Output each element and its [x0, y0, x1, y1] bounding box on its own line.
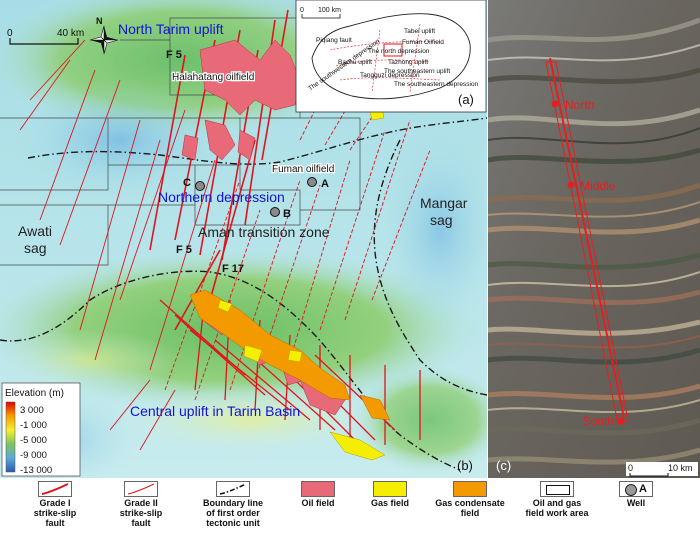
tectonic-boundary-symbol	[216, 481, 250, 497]
awati-sag-line2: sag	[24, 240, 47, 256]
legend-work-area-label: Oil and gas field work area	[525, 498, 589, 518]
label-halahatang-oilfield: Halahatang oilfield	[172, 72, 254, 83]
work-area-boundaries	[0, 17, 361, 266]
label-fault-f5-north: F 5	[166, 49, 182, 61]
map-legend: Grade I strike-slip fault Grade II strik…	[0, 479, 700, 545]
relief-southeast-green	[350, 365, 487, 475]
elevation-tick-3: -5 000	[20, 435, 47, 446]
scale-distance: 40 km	[57, 28, 84, 39]
grade2-fault-symbol	[124, 481, 158, 497]
legend-grade2-fault: Grade II strike-slip fault	[104, 481, 178, 528]
panel-c-label: (c)	[496, 458, 511, 473]
legend-oil-field-label: Oil field	[301, 498, 335, 508]
inset-label-fuman-oilfield: Fuman Oilfield	[402, 39, 444, 46]
tectonic-boundaries	[0, 117, 487, 471]
inset-label-southeastern-uplift: The southeastern uplift	[384, 68, 450, 75]
point-south-marker[interactable]	[617, 417, 625, 425]
elevation-tick-5: -13 000	[20, 465, 52, 476]
label-awati-sag: Awati sag	[18, 223, 56, 256]
gas-field-symbol	[373, 481, 407, 497]
panel-b-label: (b)	[457, 458, 473, 473]
legend-grade1-fault: Grade I strike-slip fault	[18, 481, 92, 528]
mangar-sag-line2: sag	[430, 212, 453, 228]
point-middle-marker[interactable]	[567, 181, 575, 189]
well-b-marker[interactable]	[270, 207, 280, 217]
legend-well-label: Well	[626, 498, 646, 508]
label-aman-transition-zone: Aman transition zone	[198, 224, 330, 240]
legend-grade1-label: Grade I strike-slip fault	[33, 498, 77, 528]
label-central-uplift: Central uplift in Tarim Basin	[130, 403, 300, 419]
mangar-sag-line1: Mangar	[420, 195, 468, 211]
inset-label-tabei-uplift: Tabei uplift	[404, 28, 435, 35]
inset-label-north-depression: The north depression	[368, 48, 430, 55]
well-a-label: A	[321, 178, 329, 190]
elevation-color-ramp	[5, 401, 16, 473]
inset-study-area-box	[383, 43, 403, 57]
north-arrow-icon	[89, 25, 119, 55]
main-fault-map: A B C 0 40 km N North Tarim uplift North…	[0, 0, 487, 478]
label-fault-f5-south: F 5	[176, 244, 192, 256]
label-mangar-sag: Mangar sag	[420, 195, 471, 228]
label-north-tarim-uplift: North Tarim uplift	[118, 21, 224, 37]
elevation-tick-4: -9 000	[20, 450, 47, 461]
legend-oil-field: Oil field	[288, 481, 348, 508]
legend-gas-condensate-field: Gas condensate field	[430, 481, 510, 518]
legend-work-area: Oil and gas field work area	[520, 481, 594, 518]
satellite-terrain-bands	[488, 17, 700, 465]
satellite-background	[488, 0, 700, 478]
legend-gas-field-label: Gas field	[370, 498, 409, 508]
well-c-label: C	[183, 177, 191, 189]
oil-field-symbol	[301, 481, 335, 497]
well-c-marker[interactable]	[195, 181, 205, 191]
label-northern-depression: Northern depression	[158, 189, 285, 205]
work-area-symbol	[540, 481, 574, 497]
satellite-fault-trace: North Middle South	[545, 57, 629, 428]
legend-gas-field: Gas field	[360, 481, 420, 508]
grade1-fault-symbol	[38, 481, 72, 497]
well-b-label: B	[283, 208, 291, 220]
inset-label-bachu-uplift: Bachu uplift	[338, 59, 372, 66]
gas-condensate-symbol	[453, 481, 487, 497]
point-south-label: South	[583, 414, 614, 428]
legend-well-letter: A	[639, 483, 647, 495]
north-letter: N	[96, 16, 103, 26]
inset-location-map: 0 100 km Tabei uplift Piqiang fault Fuma…	[295, 0, 487, 113]
inset-scale-zero: 0	[300, 7, 304, 14]
elevation-tick-2: -1 000	[20, 420, 47, 431]
legend-tectonic-boundary: Boundary line of first order tectonic un…	[190, 481, 276, 528]
inset-label-tangguzi-depression: Tangguzi depression	[360, 72, 420, 79]
satellite-terrain-bands-thin	[488, 44, 700, 414]
elevation-legend-title: Elevation (m)	[5, 388, 64, 399]
inset-label-tazhong-uplift: Tazhong uplift	[388, 59, 428, 66]
legend-gas-condensate-label: Gas condensate field	[435, 498, 505, 518]
label-fault-f17: F 17	[222, 263, 244, 275]
panel-a-label: (a)	[458, 92, 474, 107]
awati-sag-line1: Awati	[18, 223, 52, 239]
scale-bar-b: 0 40 km	[7, 28, 84, 45]
point-middle-label: Middle	[580, 179, 616, 193]
satellite-image-panel: North Middle South 0 10 km (c)	[488, 0, 700, 478]
scale-zero: 0	[7, 28, 13, 39]
elevation-legend: Elevation (m) 3 000 -1 000 -5 000 -9 000…	[1, 382, 81, 477]
elevation-tick-1: 3 000	[20, 405, 44, 416]
point-north-label: North	[565, 98, 594, 112]
inset-scale-distance: 100 km	[318, 7, 341, 14]
scale-bar-c: 0 10 km	[626, 462, 698, 477]
well-a-marker[interactable]	[307, 177, 317, 187]
wells: A B C	[183, 177, 329, 220]
well-symbol: A	[619, 481, 653, 497]
legend-tectonic-boundary-label: Boundary line of first order tectonic un…	[202, 498, 263, 528]
relief-blue-east	[380, 130, 487, 330]
scale-c-distance: 10 km	[668, 463, 693, 473]
legend-well: A Well	[606, 481, 666, 508]
label-fuman-oilfield: Fuman oilfield	[272, 164, 334, 175]
well-dot-icon	[625, 484, 638, 496]
inset-label-southeastern-depression: The southeastern depression	[394, 81, 479, 88]
gas-condensate-fields	[189, 289, 391, 421]
point-north-marker[interactable]	[551, 100, 559, 108]
legend-grade2-label: Grade II strike-slip fault	[119, 498, 163, 528]
scale-c-zero: 0	[628, 463, 633, 473]
relief-yellow-west	[0, 330, 180, 390]
inset-label-piqiang-fault: Piqiang fault	[316, 37, 352, 44]
